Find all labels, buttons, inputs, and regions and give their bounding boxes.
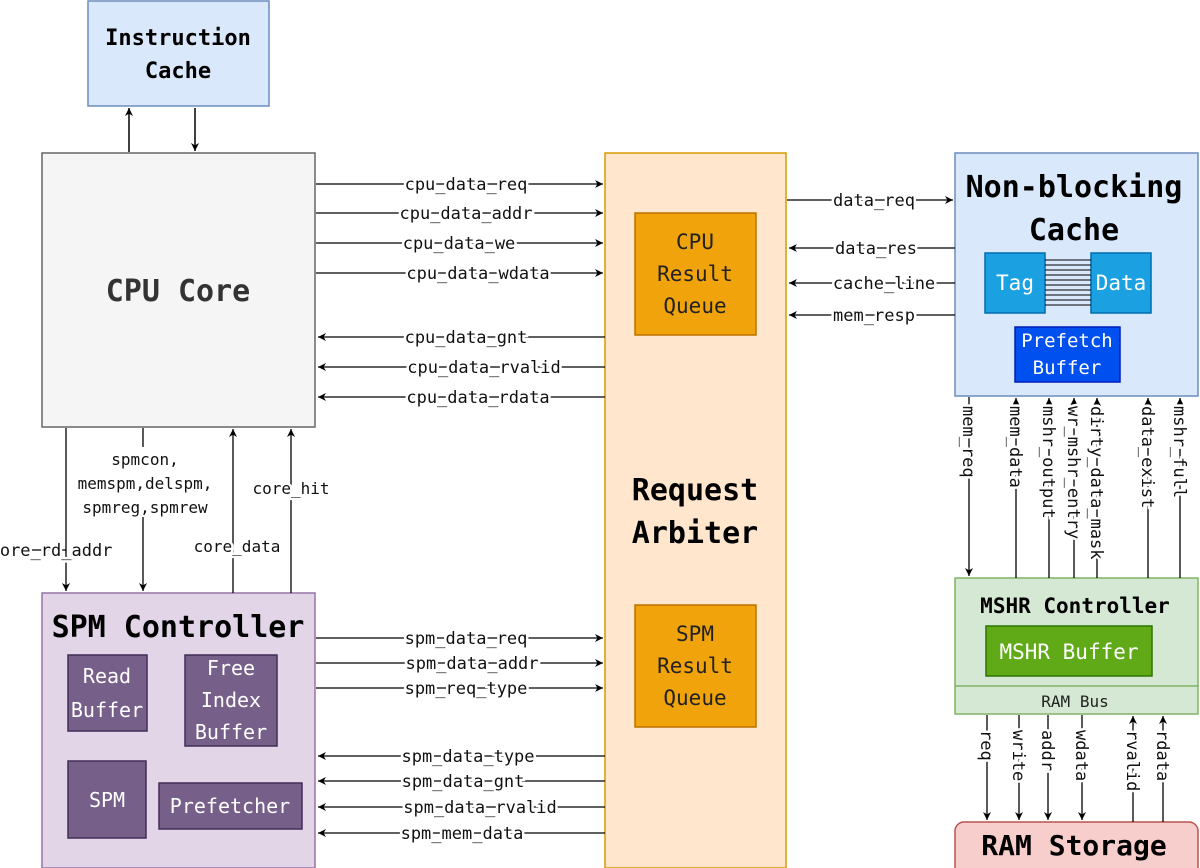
data-array	[1090, 252, 1152, 314]
free-index-label-1: Free	[207, 656, 255, 680]
core-hit-label: core_hit	[252, 479, 329, 498]
spm-memory-label: SPM	[89, 788, 125, 812]
prefetcher-label: Prefetcher	[170, 794, 290, 818]
rdata-label: rdata	[1152, 730, 1172, 781]
spmcon-label-3: spmreg,spmrew	[82, 498, 208, 517]
instruction-cache-block: Instruction Cache	[87, 0, 270, 107]
data-exist-label: data_exist	[1137, 406, 1157, 508]
prefetch-buffer-label-1: Prefetch	[1021, 330, 1113, 352]
read-buffer-label-2: Buffer	[71, 698, 143, 722]
tag-data-links	[1045, 259, 1091, 306]
spm-data-addr-label: spm_data_addr	[405, 654, 538, 674]
mem-data-label: mem_data	[1005, 406, 1025, 488]
wr-mshr-entry-label: wr_mshr_entry	[1063, 406, 1083, 539]
cpu-to-arbiter-signals: cpu_data_req cpu_data_addr cpu_data_we c…	[316, 173, 603, 287]
prefetcher	[158, 782, 303, 830]
request-arbiter-label-2: Arbiter	[632, 516, 758, 551]
mem-req-label: mem_req	[958, 406, 978, 478]
mshr-output-label: mshr_output	[1038, 406, 1058, 519]
addr-label: addr	[1037, 730, 1057, 771]
spm-memory	[67, 760, 147, 839]
arbiter-cache-signals: data_req data_res cache_line mem_resp	[787, 189, 955, 329]
core-rd-addr-label: core_rd_addr	[0, 541, 112, 561]
spm-req-type-label: spm_req_type	[405, 679, 528, 699]
spm-result-queue-block: SPM Result Queue	[634, 604, 757, 728]
tag-array	[984, 252, 1046, 314]
read-buffer-label-1: Read	[83, 664, 131, 688]
cpu-data-rdata-label: cpu_data_rdata	[406, 388, 549, 408]
cpu-result-queue-label-2: Result	[657, 262, 733, 286]
write-label: write	[1008, 730, 1028, 781]
spm-controller-block: SPM Controller Read Buffer Free Index Bu…	[41, 592, 316, 868]
read-buffer	[67, 654, 148, 732]
spm-mem-data-label: spm_mem_data	[401, 824, 524, 844]
instruction-cache-label-1: Instruction	[105, 26, 251, 51]
mshr-controller-block: MSHR Controller MSHR Buffer RAM Bus	[954, 577, 1199, 715]
data-label: Data	[1096, 271, 1147, 295]
cpu-data-rvalid-label: cpu_data_rvalid	[407, 358, 561, 378]
ram-storage-label: RAM Storage	[981, 829, 1166, 862]
spm-data-type-label: spm_data_type	[401, 747, 534, 767]
cache-line-label: cache_line	[833, 274, 935, 294]
req-label: req	[976, 730, 996, 761]
cpu-result-queue-label-3: Queue	[663, 294, 726, 318]
cpu-data-req-label: cpu_data_req	[405, 175, 528, 195]
mshr-buffer-label: MSHR Buffer	[999, 640, 1138, 664]
spm-result-queue-label-3: Queue	[663, 686, 726, 710]
cpu-result-queue-block: CPU Result Queue	[634, 212, 757, 336]
spmcon-label-1: spmcon,	[111, 450, 178, 469]
spm-result-queue-label-2: Result	[657, 654, 733, 678]
nonblocking-cache-block: Non-blocking Cache Tag Data Prefetch Buf…	[954, 152, 1199, 397]
cpu-data-addr-label: cpu_data_addr	[399, 204, 532, 224]
spm-to-arbiter-signals: spm_data_req spm_data_addr spm_req_type	[316, 627, 603, 702]
spmcon-label-2: memspm,delspm,	[78, 474, 213, 493]
arbiter-to-spm-signals: spm_data_type spm_data_gnt spm_data_rval…	[318, 745, 605, 847]
mem-resp-label: mem_resp	[833, 306, 915, 326]
ram-bus-label: RAM Bus	[1041, 692, 1108, 711]
request-arbiter-label-1: Request	[632, 473, 758, 508]
cpu-core-label: CPU Core	[106, 274, 251, 309]
nonblocking-cache-label-1: Non-blocking	[966, 170, 1183, 205]
data-res-label: data_res	[835, 239, 917, 259]
spm-result-queue-label-1: SPM	[676, 622, 714, 646]
instruction-cache-label-2: Cache	[145, 59, 211, 84]
tag-label: Tag	[996, 271, 1034, 295]
ram-storage-block: RAM Storage	[954, 821, 1199, 868]
core-data-label: core_data	[194, 537, 281, 556]
spm-data-rvalid-label: spm_data_rvalid	[403, 798, 557, 818]
prefetch-buffer-label-2: Buffer	[1033, 357, 1102, 379]
wdata-label: wdata	[1071, 730, 1091, 781]
cache-mshr-signals: mem_req mem_data mshr_output wr_mshr_ent…	[956, 397, 1192, 578]
free-index-buffer	[184, 654, 278, 747]
arbiter-to-cpu-signals: cpu_data_gnt cpu_data_rvalid cpu_data_rd…	[318, 326, 605, 411]
cpu-data-gnt-label: cpu_data_gnt	[405, 328, 528, 348]
prefetch-buffer	[1014, 326, 1121, 383]
mshr-buffer	[985, 625, 1153, 677]
mshr-full-label: mshr_full	[1169, 406, 1189, 498]
dirty-data-mask-label: dirty_data_mask	[1086, 406, 1106, 560]
spm-data-req-label: spm_data_req	[405, 629, 528, 649]
cpu-spm-signals: core_rd_addr spmcon, memspm,delspm, spmr…	[0, 428, 332, 593]
cpu-data-wdata-label: cpu_data_wdata	[406, 264, 549, 284]
spm-controller-label: SPM Controller	[52, 610, 305, 645]
mshr-ram-signals: req write addr wdata rvalid rdata	[974, 715, 1175, 822]
nonblocking-cache-label-2: Cache	[1029, 213, 1119, 248]
data-req-label: data_req	[833, 191, 915, 211]
free-index-label-3: Buffer	[195, 720, 267, 744]
cpu-core-block: CPU Core	[41, 152, 316, 428]
rvalid-label: rvalid	[1122, 730, 1142, 791]
cpu-result-queue-label-1: CPU	[676, 230, 714, 254]
free-index-label-2: Index	[201, 688, 261, 712]
spm-data-gnt-label: spm_data_gnt	[402, 772, 525, 792]
cpu-data-we-label: cpu_data_we	[403, 234, 516, 254]
mshr-controller-label: MSHR Controller	[980, 594, 1170, 618]
